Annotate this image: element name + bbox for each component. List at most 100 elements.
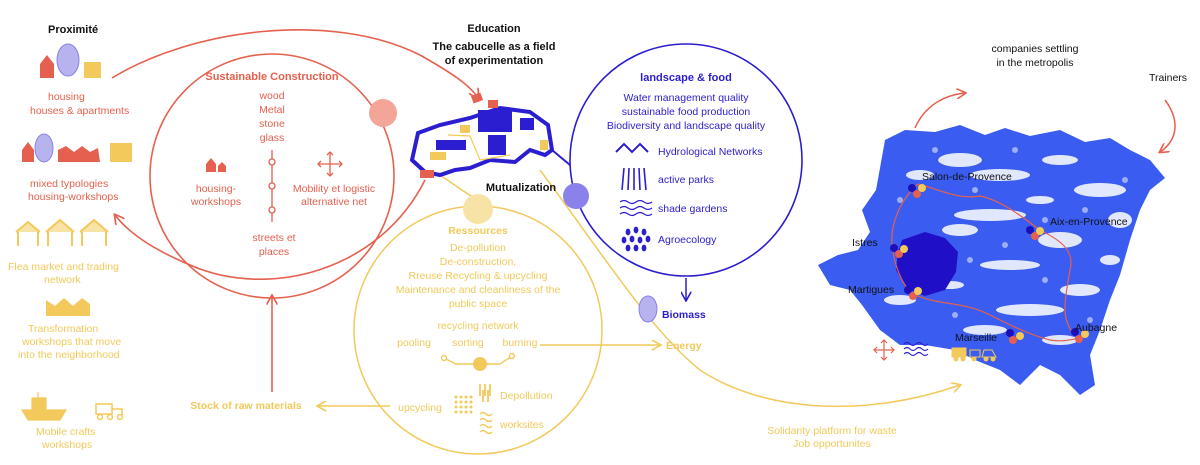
solidarity-label-2: Job opportunites	[793, 438, 871, 450]
education-title: Education	[467, 23, 520, 35]
transfo-label-2: workshops that move	[21, 336, 121, 348]
streets-label-2: places	[259, 246, 289, 258]
mutualization-block: Mutualization Ressources De-pollution De…	[396, 182, 560, 435]
cabucelle-plan	[409, 92, 571, 178]
landscape-food: landscape & food Water management qualit…	[607, 72, 766, 252]
material-metal: Metal	[259, 104, 285, 116]
city-istres: Istres	[852, 237, 878, 249]
biomass-leaf-icon	[638, 295, 658, 323]
ressource-line-1: De-pollution	[450, 242, 506, 254]
factory-icon	[46, 298, 90, 316]
mobile-label-2: workshops	[41, 439, 92, 451]
material-glass: glass	[260, 132, 285, 144]
city-marseille: Marseille	[955, 332, 997, 344]
city-aix: Aix-en-Provence	[1050, 216, 1128, 228]
flea-label-1: Flea market and trading	[8, 261, 119, 273]
energy-label: Energy	[666, 340, 702, 352]
tree-icon	[34, 133, 54, 163]
upcycling-dots-icon	[454, 395, 473, 414]
sc-housing-label-2: workshops	[190, 196, 241, 208]
workshop-icon	[58, 146, 100, 162]
connection-arcs	[111, 29, 1176, 408]
arc-housing-to-education	[111, 29, 478, 98]
shade-gardens-icon	[619, 199, 653, 217]
tree-icon	[56, 43, 80, 77]
left-column: Proximité housing houses & apartments mi…	[8, 24, 132, 451]
biomass-label: Biomass	[662, 309, 706, 321]
city-martigues: Martigues	[848, 284, 894, 296]
depollution-icon	[479, 384, 491, 402]
sustainable-construction: Sustainable Construction wood Metal ston…	[190, 71, 375, 258]
recycling-hub	[473, 357, 487, 371]
material-stone: stone	[259, 118, 285, 130]
workshop-block-icon	[110, 143, 132, 162]
sorting-label: sorting	[452, 337, 484, 349]
transfo-label-3: into the neighborhood	[18, 349, 120, 361]
arrow-companies	[914, 93, 965, 129]
arc-solidarity-to-map	[539, 169, 960, 408]
mobile-label-1: Mobile crafts	[36, 426, 96, 438]
sc-housing-label-1: housing-	[196, 183, 237, 195]
landscape-line-1: Water management quality	[623, 92, 749, 104]
stock-label: Stock of raw materials	[190, 400, 302, 412]
depollution-label: Depollution	[500, 390, 553, 402]
burning-label: burning	[502, 337, 537, 349]
sustainable-node	[369, 99, 397, 127]
landscape-node	[563, 183, 589, 209]
mobility-label-2: alternative net	[301, 196, 367, 208]
education-subtitle-1: The cabucelle as a field	[433, 41, 556, 53]
mobility-arrows-icon	[317, 151, 343, 177]
arrow-trainers	[1160, 99, 1176, 152]
map-texture	[884, 147, 1132, 345]
city-aubagne: Aubagne	[1075, 322, 1117, 334]
mutualization-node	[463, 194, 493, 224]
mixed-label-2: housing-workshops	[28, 191, 118, 203]
ressource-line-3: Rreuse Recycling & upcycling	[409, 270, 548, 282]
worksites-icon	[479, 411, 493, 435]
cart-icon	[95, 403, 124, 421]
ressource-line-2: De-construction,	[440, 256, 516, 268]
house-icon	[22, 142, 34, 162]
etang-de-berre	[896, 232, 958, 296]
active-parks-icon	[621, 167, 647, 191]
wave-legend-icon	[903, 341, 929, 357]
mobility-legend-icon	[873, 339, 895, 361]
education-subtitle-2: of experimentation	[445, 55, 544, 67]
upcycling-label: upcycling	[398, 402, 442, 414]
flea-label-2: network	[44, 274, 82, 286]
mobility-label-1: Mobility et logistic	[293, 183, 375, 195]
companies-label-1: companies settling	[992, 43, 1079, 55]
sustainable-title: Sustainable Construction	[205, 71, 339, 83]
hydrological-label: Hydrological Networks	[658, 146, 762, 158]
market-tent-icon	[15, 218, 109, 246]
proximite-label: Proximité	[48, 24, 98, 36]
trainers-label: Trainers	[1149, 72, 1187, 84]
landscape-title: landscape & food	[640, 72, 732, 84]
house-icon	[40, 55, 54, 78]
recycling-network-label: recycling network	[437, 320, 519, 332]
city-markers	[890, 184, 1089, 344]
transfo-label-1: Transformation	[28, 323, 98, 335]
mixed-label-1: mixed typologies	[30, 178, 108, 190]
city-salon: Salon-de-Provence	[922, 171, 1012, 183]
shade-gardens-label: shade gardens	[658, 203, 727, 215]
housing-label-1: housing	[48, 91, 85, 103]
arc-cabucelle-to-typologies	[115, 179, 426, 281]
material-wood: wood	[258, 90, 284, 102]
pooling-label: pooling	[397, 337, 431, 349]
agroecology-label: Agroecology	[658, 234, 717, 246]
housing-label-2: houses & apartments	[30, 105, 129, 117]
vehicle-legend-icon	[951, 347, 997, 362]
education-block: Education The cabucelle as a field of ex…	[433, 23, 556, 67]
house-small-icon	[206, 158, 226, 172]
agroecology-icon	[621, 226, 651, 252]
worksites-label: worksites	[499, 419, 544, 431]
metropolis-map: companies settling in the metropolis Tra…	[818, 43, 1187, 395]
boat-icon	[20, 392, 68, 421]
hydrological-icon	[615, 142, 649, 154]
active-parks-label: active parks	[658, 174, 714, 186]
landscape-circle	[569, 43, 803, 277]
companies-label-2: in the metropolis	[996, 57, 1073, 69]
